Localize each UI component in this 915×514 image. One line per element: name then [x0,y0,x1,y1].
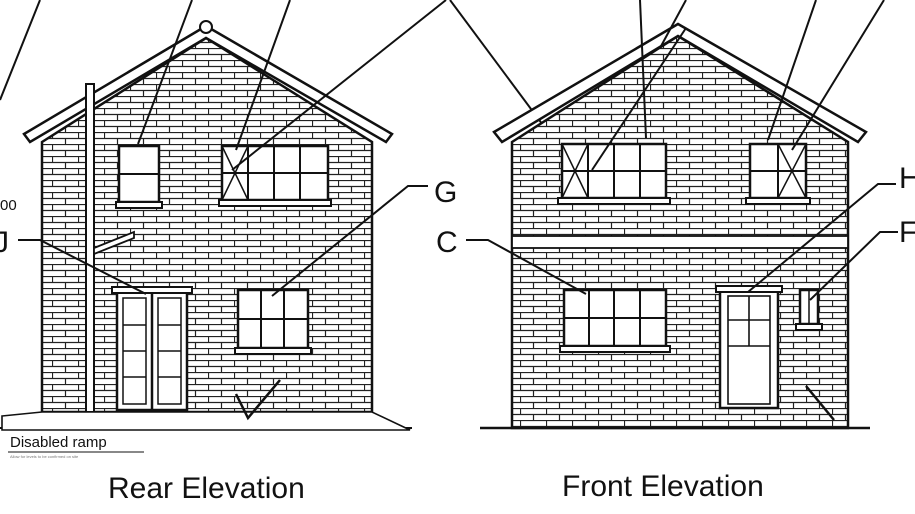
label-h: H [899,162,915,195]
rear-upper-right-window [218,144,332,207]
rear-leader-2 [137,0,193,145]
front-lower-window [559,288,671,353]
front-elevation: C H F Front Elevation [436,0,915,503]
rear-elevation-title: Rear Elevation [108,472,305,505]
front-leader-5 [791,0,885,151]
j-leader [18,239,147,295]
front-small-window [795,288,823,331]
front-elevation-title: Front Elevation [562,470,764,503]
h-leader [747,183,896,293]
front-upper-left-window [557,142,671,205]
front-string-course [511,235,849,249]
rear-leader-4 [231,0,447,171]
front-ground-tick [805,385,835,421]
front-leader-1 [639,0,647,139]
rear-upper-left-window [115,144,163,209]
rear-lower-window [234,288,312,355]
label-c: C [436,226,458,259]
c-leader [466,239,587,295]
front-roof [492,22,868,144]
front-upper-right-window [745,142,811,205]
rear-disabled-ramp [1,411,411,431]
rear-elevation: G J 00 Disabled ramp Allow for levels to… [0,0,561,505]
rear-leader-1 [0,0,41,101]
rear-downpipe [85,83,95,413]
g-leader [271,185,428,297]
ramp-note: Allow for levels to be confirmed on site [10,454,79,459]
rear-ramp-tick [234,379,281,421]
label-g: G [434,176,457,209]
front-leader-4 [767,0,817,141]
f-leader [809,231,898,301]
label-f: F [899,216,915,249]
front-leader-2 [659,0,687,49]
rear-patio-doors [111,286,193,412]
disabled-ramp-label: Disabled ramp [10,434,107,451]
rear-ridge-finial [199,20,213,34]
label-j: J [0,226,9,259]
partial-dimension-label: 00 [0,197,17,214]
front-leader-3 [591,27,687,171]
rear-pipe-branch [93,230,135,256]
rear-leader-3 [235,0,291,151]
front-door [715,285,783,410]
